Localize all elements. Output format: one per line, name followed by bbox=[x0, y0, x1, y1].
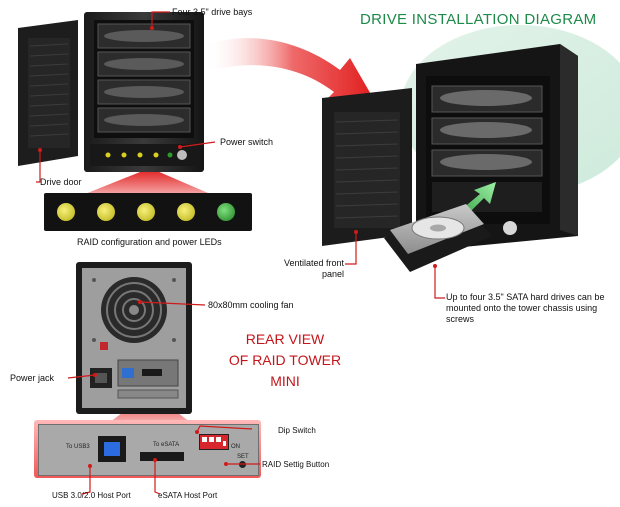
esata-port[interactable] bbox=[140, 452, 184, 461]
power-jack-label: Power jack bbox=[10, 373, 55, 383]
ventilated-panel-label: Ventilated front panel bbox=[283, 258, 344, 279]
raid-led-4 bbox=[177, 203, 195, 221]
raid-button-label: RAID Settig Button bbox=[262, 460, 330, 469]
rear-port-panel: To USB3 To eSATA ON SET bbox=[34, 420, 261, 478]
rear-view-line-2: OF RAID TOWER bbox=[228, 352, 342, 368]
on-text: ON bbox=[231, 444, 240, 450]
to-esata-text: To eSATA bbox=[153, 442, 180, 448]
red-curved-arrow bbox=[205, 38, 380, 110]
installation-tower-image bbox=[322, 44, 578, 272]
raid-led-3 bbox=[137, 203, 155, 221]
rear-tower-image bbox=[76, 262, 192, 414]
led-strip bbox=[44, 193, 252, 231]
power-led bbox=[217, 203, 235, 221]
usb3-port[interactable] bbox=[98, 436, 126, 462]
drive-bays-label: Four 3.5" drive bays bbox=[172, 7, 253, 17]
dip-switch-label: Dip Switch bbox=[278, 426, 316, 435]
rear-view-line-1: REAR VIEW bbox=[245, 331, 325, 347]
power-switch-label: Power switch bbox=[220, 137, 274, 147]
rear-view-heading: REAR VIEW OF RAID TOWER MINI bbox=[220, 329, 350, 392]
esata-port-label: eSATA Host Port bbox=[158, 491, 218, 500]
raid-led-2 bbox=[97, 203, 115, 221]
cooling-fan-label: 80x80mm cooling fan bbox=[208, 300, 294, 310]
drive-door-label: Drive door bbox=[40, 177, 82, 187]
raid-led-1 bbox=[57, 203, 75, 221]
to-usb3-text: To USB3 bbox=[66, 444, 90, 450]
dip-switch[interactable] bbox=[199, 434, 229, 450]
set-text: SET bbox=[237, 454, 249, 460]
front-tower-image bbox=[18, 12, 204, 172]
sata-drives-label: Up to four 3.5" SATA hard drives can be … bbox=[446, 292, 605, 324]
rear-view-line-3: MINI bbox=[270, 373, 300, 389]
red-led-pointer bbox=[80, 168, 215, 196]
raid-leds-label: RAID configuration and power LEDs bbox=[77, 237, 222, 247]
diagram-title: DRIVE INSTALLATION DIAGRAM bbox=[360, 11, 597, 28]
usb-port-label: USB 3.0/2.0 Host Port bbox=[52, 491, 131, 500]
